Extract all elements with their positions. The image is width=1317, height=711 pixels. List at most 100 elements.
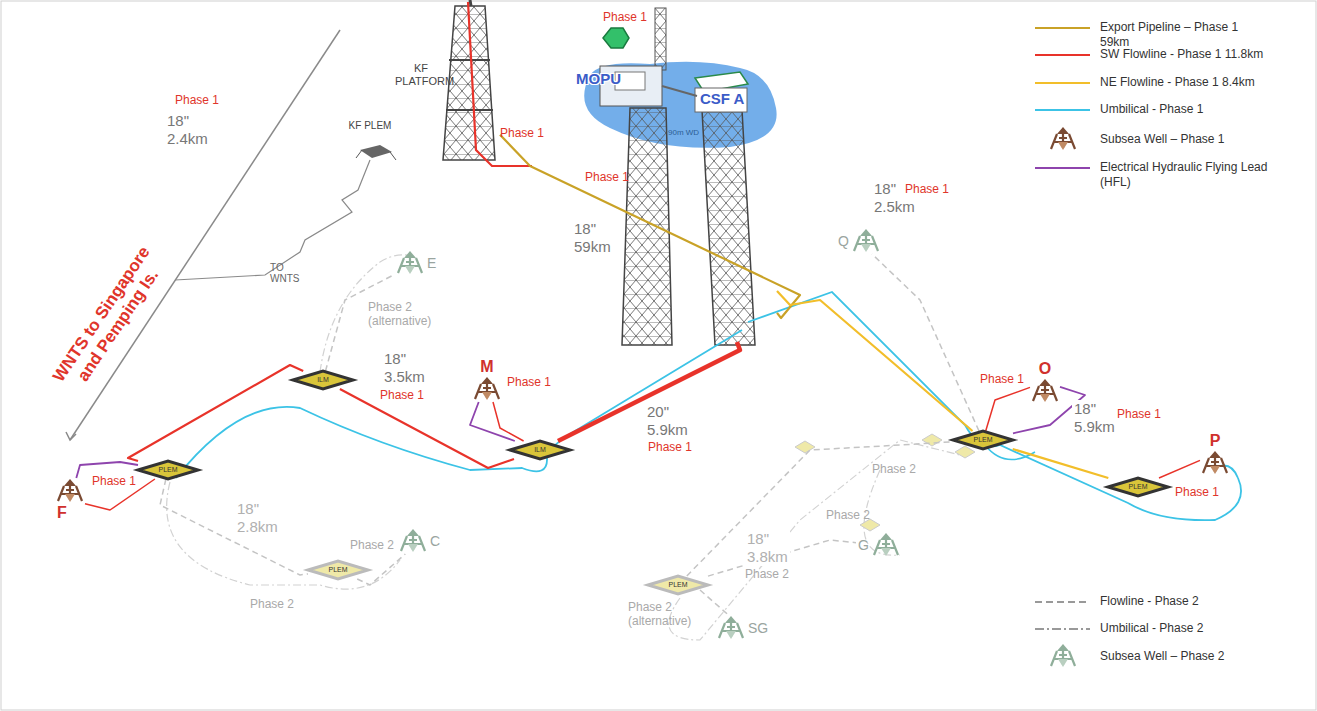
well-icon	[871, 532, 901, 558]
phase-tag: Phase 1	[980, 372, 1024, 386]
node-text: PLEM	[308, 561, 368, 579]
well-symbol	[475, 377, 499, 400]
subsea-well: E	[395, 250, 438, 276]
manifold-outline	[510, 441, 570, 459]
flowline	[558, 342, 740, 441]
subsea-well: SG	[716, 615, 770, 641]
subsea-well: G	[856, 532, 901, 558]
wnts-pipeline	[66, 30, 370, 440]
phase-tag: Phase 1	[500, 126, 544, 140]
phase-tag: Phase 2 (alternative)	[368, 300, 440, 328]
kf-plem-structure	[356, 145, 396, 160]
well-letter: E	[425, 255, 438, 271]
pipe-size-label: 18" 5.9km	[1072, 400, 1117, 436]
node-text: PLEM	[1108, 478, 1168, 496]
subsea-well: Q	[836, 228, 881, 254]
phase2-umbilical	[167, 255, 960, 640]
well-icon	[472, 376, 502, 402]
kf-platform-tower	[446, 60, 493, 110]
node-text: KF PLATFORM	[395, 62, 447, 88]
flowline	[128, 365, 303, 461]
phase-tag: Phase 1	[1175, 485, 1219, 499]
legend-text: Umbilical - Phase 2	[1100, 621, 1203, 636]
phase2-flowline	[687, 442, 953, 576]
legend-text: Export Pipeline – Phase 1 59km	[1100, 20, 1270, 50]
phase-tag: Phase 1	[92, 474, 136, 488]
phase-tag: Phase 1	[905, 182, 949, 196]
mopu-jackets	[622, 108, 755, 345]
well-letter: SG	[746, 620, 770, 636]
node-text: PLEM	[138, 461, 198, 479]
subsea-well: M	[472, 358, 502, 402]
mopu-topsides	[600, 8, 748, 112]
phase-tag: Phase 2	[250, 597, 294, 611]
well-icon	[1030, 378, 1060, 404]
mopu-jackets	[702, 110, 755, 345]
legend-text: Umbilical - Phase 1	[1100, 102, 1203, 117]
well-symbol	[398, 251, 422, 274]
umbilical	[176, 292, 1241, 520]
manifold-diamond: PLEM	[138, 461, 198, 479]
facility-area: KF PLATFORM	[395, 0, 500, 160]
manifold-diamond: PLEM	[1108, 478, 1168, 496]
node-text: PLEM	[648, 576, 708, 594]
legend-text: Flowline - Phase 2	[1100, 594, 1199, 609]
well-symbol	[1033, 379, 1057, 402]
flowline	[986, 387, 1030, 431]
phase-tag: Phase 2 (alternative)	[628, 600, 700, 628]
legend-well-icon	[1051, 644, 1075, 667]
well-letter: O	[1037, 360, 1053, 378]
water-depth: 90m WD	[668, 128, 699, 137]
well-icon	[55, 478, 85, 504]
flowline	[500, 135, 800, 318]
mopu-topsides	[662, 86, 697, 96]
phase-tag: Phase 1	[507, 375, 551, 389]
umbilical	[176, 330, 742, 478]
well-letter: M	[478, 358, 495, 376]
manifold-outline	[293, 371, 353, 389]
mopu-topsides	[603, 28, 629, 48]
legend-line-sample	[1035, 54, 1090, 56]
legend-line-sample	[1035, 601, 1090, 603]
subsea-well: C	[398, 528, 442, 554]
route-note: TO WNTS	[270, 262, 299, 284]
phase-tag: Phase 1	[585, 170, 629, 184]
well-letter: G	[856, 537, 871, 553]
umbilical	[748, 292, 1241, 520]
manifold-diamond: ILM	[510, 441, 570, 459]
phase2-flowline	[160, 479, 308, 575]
well-symbol	[58, 479, 82, 502]
kf-platform-tower	[443, 0, 532, 166]
manifold-outline	[308, 561, 368, 579]
well-symbol	[401, 529, 425, 552]
well-icon	[395, 250, 425, 276]
node-text: ILM	[510, 441, 570, 459]
legend-line-sample	[1035, 109, 1090, 111]
flowline	[1013, 449, 1109, 478]
phase2-umbilical	[167, 482, 400, 589]
well-icon	[1200, 450, 1230, 476]
pipe-size-label: 18" 3.5km	[382, 350, 427, 386]
pipe-size-label: 18" 2.8km	[235, 500, 280, 536]
manifold-diamond: PLEM	[648, 576, 708, 594]
phase2-flowline	[700, 590, 728, 615]
manifold-outline	[953, 431, 1013, 449]
well-letter: C	[428, 533, 442, 549]
node-text: ILM	[293, 371, 353, 389]
node-text: MOPU	[576, 70, 621, 87]
well-icon	[851, 228, 881, 254]
well-letter: P	[1208, 432, 1223, 450]
pipe-size-label: 20" 5.9km	[645, 403, 690, 439]
phase-tag: Phase 2	[872, 462, 916, 476]
node-text: CSF A	[700, 90, 744, 107]
legend-line-sample	[1035, 82, 1090, 84]
well-icon	[398, 528, 428, 554]
phase-tag: Phase 2	[745, 567, 789, 581]
subsea-well: P	[1200, 432, 1230, 476]
pipe-size-label: 18" 59km	[572, 220, 613, 256]
phase-tag: Phase 1	[648, 440, 692, 454]
well-symbol	[854, 229, 878, 252]
manifold-diamond: PLEM	[953, 431, 1013, 449]
